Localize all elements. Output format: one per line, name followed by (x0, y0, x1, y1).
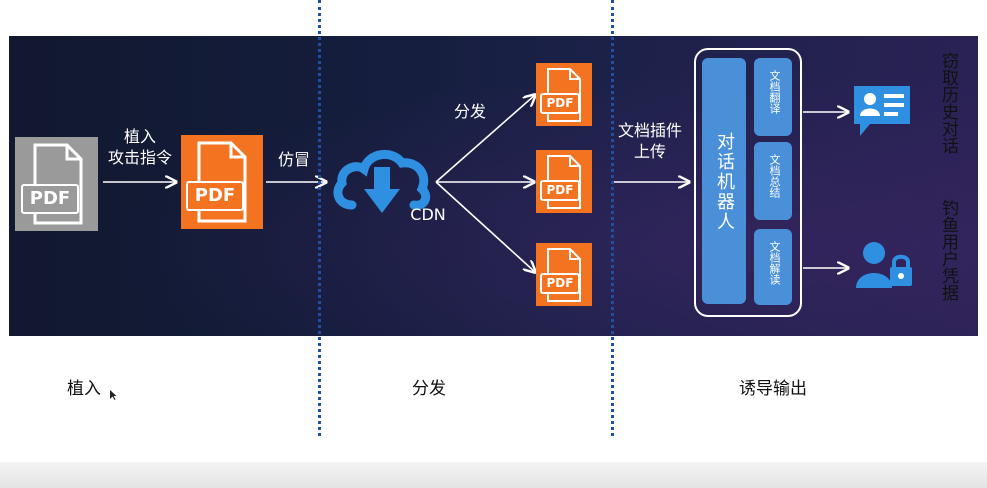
user-lock-icon (856, 242, 912, 288)
bottom-bar (0, 462, 987, 488)
distributed-pdf-1: PDF (536, 63, 592, 126)
implant-attack-line1: 植入 (123, 127, 156, 146)
module-translate: 文档翻译 (754, 58, 792, 136)
module-summarize-label: 文档总结 (768, 154, 781, 198)
module-summarize: 文档总结 (754, 142, 792, 220)
chat-contact-icon (854, 86, 910, 136)
stage-induce-output-label: 诱导输出 (739, 379, 807, 399)
plugin-upload-line2: 上传 (633, 142, 666, 161)
steal-history-label: 窃取历史对话 (938, 52, 958, 154)
module-interpret-label: 文档解读 (768, 241, 781, 285)
stage-divider-left (318, 0, 321, 436)
stage-distribute-label: 分发 (412, 379, 446, 399)
pdf-label: PDF (540, 273, 580, 294)
distributed-pdf-3: PDF (536, 243, 592, 306)
cloud-download-icon (333, 150, 431, 213)
cursor-icon (110, 390, 117, 400)
chatbot-container (694, 48, 802, 317)
module-interpret: 文档解读 (754, 229, 792, 305)
distribute-flow-label: 分发 (453, 102, 486, 121)
stage-divider-right (611, 0, 614, 436)
plugin-upload-line1: 文档插件 (617, 121, 682, 140)
arrow-to-pdf-bottom (435, 181, 535, 272)
arrow-to-pdf-top (435, 95, 535, 183)
malicious-pdf-icon: PDF (181, 135, 263, 229)
diagram-panel (9, 36, 978, 336)
plugin-upload-label: 文档插件 上传 (608, 120, 692, 162)
chatbot-label: 对话机器人 (714, 132, 735, 232)
pdf-label: PDF (186, 181, 244, 211)
pdf-label: PDF (540, 93, 580, 114)
module-translate-label: 文档翻译 (768, 70, 781, 114)
distributed-pdf-2: PDF (536, 150, 592, 213)
stage-implant-label: 植入 (67, 379, 101, 399)
pdf-label: PDF (540, 180, 580, 201)
pdf-label: PDF (21, 184, 79, 214)
implant-attack-line2: 攻击指令 (107, 148, 172, 167)
source-pdf-icon: PDF (15, 137, 98, 231)
implant-attack-label: 植入 攻击指令 (100, 126, 180, 168)
impersonate-label: 仿冒 (277, 150, 310, 169)
phish-credentials-label: 钓鱼用户凭据 (938, 199, 958, 301)
chatbot-box: 对话机器人 (702, 58, 746, 304)
cdn-label: CDN (410, 205, 446, 224)
